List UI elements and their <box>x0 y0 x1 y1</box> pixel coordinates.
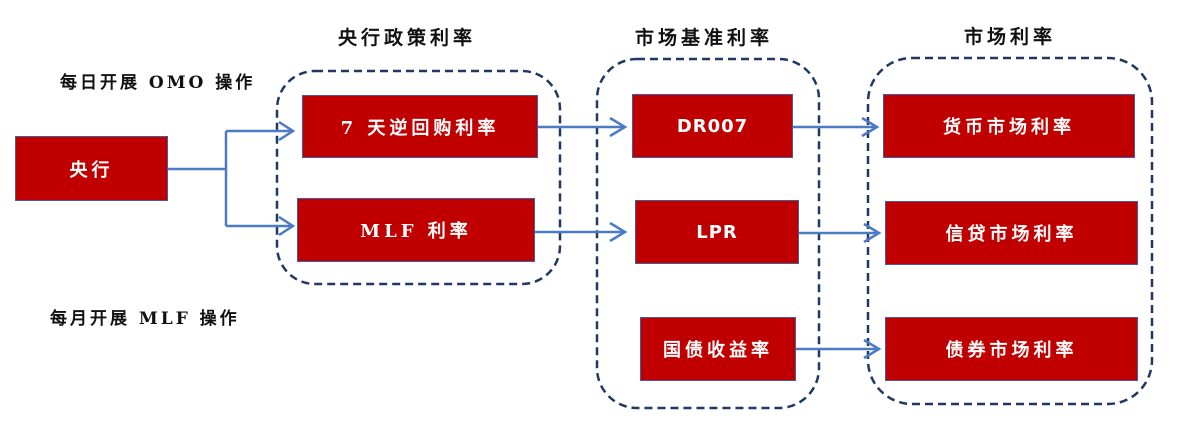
arrowhead-icon <box>278 120 296 142</box>
node-money-market-rate: 货币市场利率 <box>883 94 1135 158</box>
note-daily-omo: 每日开展 OMO 操作 <box>60 73 256 93</box>
market-rates-container <box>866 56 1154 406</box>
arrowhead-icon <box>278 215 296 237</box>
policy-rates-container <box>275 69 562 286</box>
arrowhead-icon <box>863 222 882 244</box>
header-policy-rates: 央行政策利率 <box>338 27 477 49</box>
arrowhead-icon <box>609 116 628 138</box>
header-benchmark-rates: 市场基准利率 <box>635 27 774 49</box>
arrowhead-icon <box>861 116 880 138</box>
node-mlf-rate: MLF 利率 <box>297 198 535 262</box>
node-central-bank: 央行 <box>15 136 168 201</box>
arrowhead-icon <box>863 338 882 360</box>
node-treasury-yield: 国债收益率 <box>640 317 796 381</box>
arrowhead-icon <box>609 221 628 243</box>
node-dr007: DR007 <box>632 94 793 158</box>
node-credit-market-rate: 信贷市场利率 <box>885 201 1138 265</box>
header-market-rates: 市场利率 <box>964 26 1057 48</box>
node-bond-market-rate: 债券市场利率 <box>885 317 1138 381</box>
node-reverse-repo-7d: 7 天逆回购利率 <box>302 95 538 158</box>
note-monthly-mlf: 每月开展 MLF 操作 <box>50 309 240 329</box>
node-lpr: LPR <box>635 200 799 264</box>
